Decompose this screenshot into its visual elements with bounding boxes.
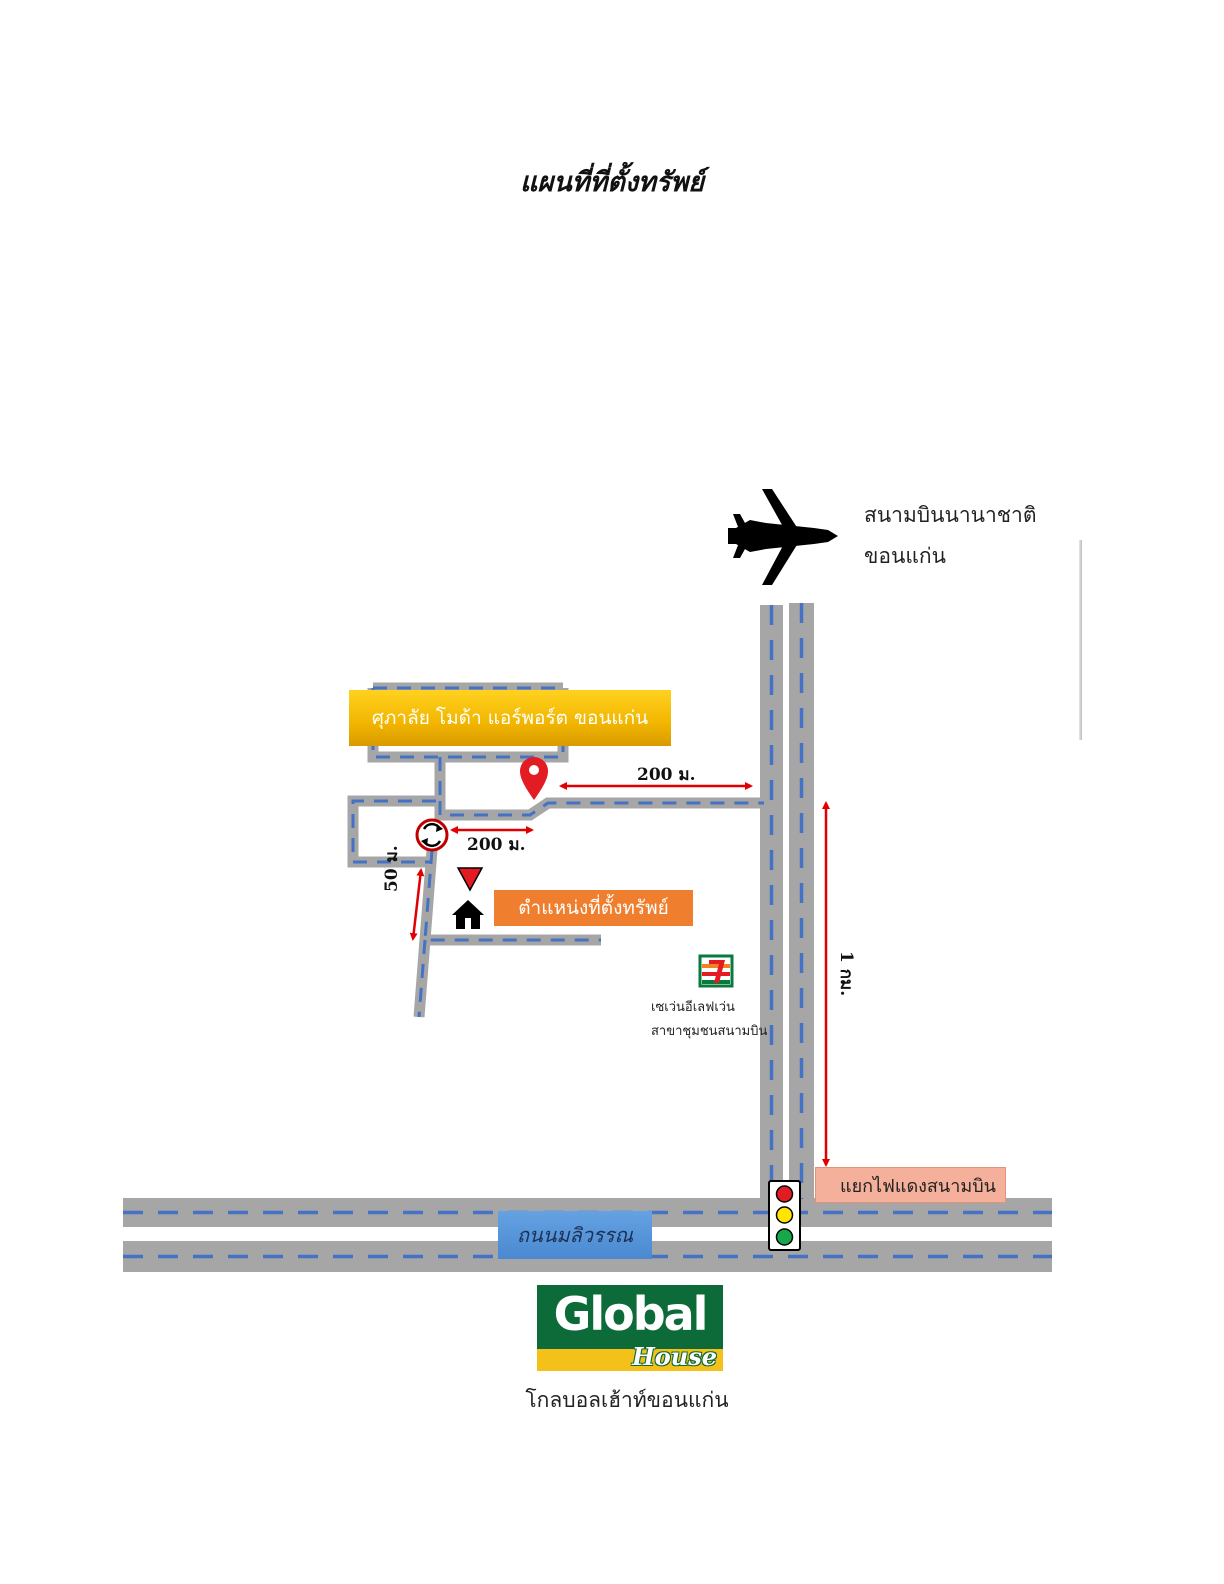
store-name-label: โกลบอลเฮ้าท์ขอนแก่น — [525, 1388, 729, 1412]
distance-label-1km: 1 กม. — [836, 951, 856, 997]
distance-arrows — [409, 782, 830, 1167]
junction-label-box: แยกไฟแดงสนามบิน — [815, 1167, 1006, 1203]
divider-line — [1079, 540, 1082, 740]
airport-label-line2: ขอนแก่น — [864, 544, 946, 568]
logo-word: Global — [553, 1287, 709, 1341]
property-label-box: ตำแหน่งที่ตั้งทรัพย์ — [494, 890, 693, 926]
page-title: แผนที่ที่ตั้งทรัพย์ — [520, 167, 704, 198]
distance-label-to-road: 200 ม. — [637, 765, 696, 785]
property-marker-triangle-icon — [456, 867, 484, 892]
airplane-icon — [728, 489, 838, 585]
global-house-logo: Global House — [537, 1285, 723, 1371]
location-pin-icon — [520, 757, 548, 800]
roundabout-sign-icon — [415, 818, 449, 852]
logo-yellow-band — [537, 1349, 723, 1371]
airport-label-line1: สนามบินนานาชาติ — [864, 503, 1037, 527]
seven-eleven-logo-icon — [698, 954, 734, 988]
seven-eleven-label-line1: เซเว่นอีเลฟเว่น — [651, 1000, 735, 1015]
village-streets — [347, 682, 764, 1018]
airport-road — [760, 603, 814, 1199]
seven-eleven-label-line2: สาขาชุมชนสนามบิน — [651, 1024, 768, 1039]
village-label-box: ศุภาลัย โมด้า แอร์พอร์ต ขอนแก่น — [349, 690, 671, 746]
house-icon — [452, 900, 484, 929]
arrow-soi-50m — [409, 868, 425, 941]
distance-label-roundabout: 200 ม. — [467, 835, 526, 855]
distance-label-soi: 50 ม. — [382, 845, 402, 892]
traffic-light-icon — [768, 1180, 801, 1251]
road-label-box: ถนนมลิวรรณ — [498, 1211, 652, 1259]
logo-sub: House — [632, 1342, 717, 1371]
